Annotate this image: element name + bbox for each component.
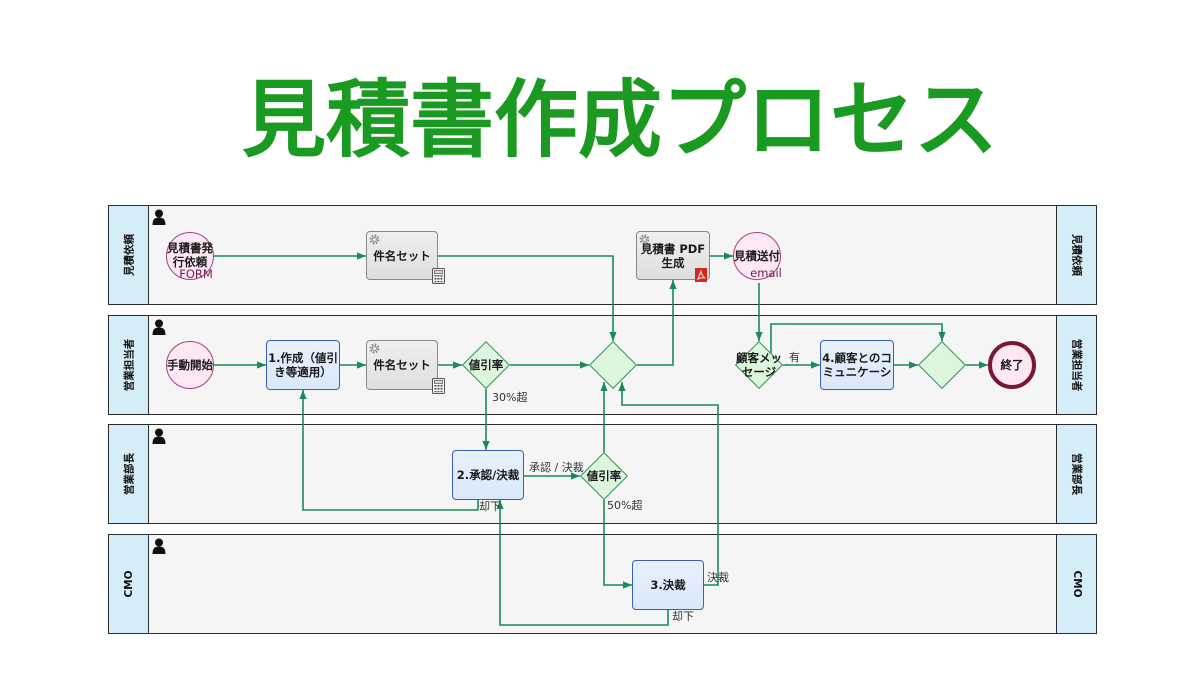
person-icon (152, 319, 166, 335)
flow-final-decide-to-merge (618, 382, 719, 586)
manual-start-event (166, 341, 214, 389)
lane-header-left: 見積依頼 (109, 206, 149, 304)
flow-customer-message-bypass (770, 323, 946, 353)
gear-icon (639, 234, 650, 245)
lane-header-left: 営業担当者 (109, 316, 149, 414)
flow-label-approve-decide: 承認 / 決裁 (529, 461, 584, 474)
task-subject-set-sales: 件名セット (366, 340, 445, 394)
flow-merge-to-pdf (637, 280, 677, 366)
quote-send-sub-label: email (750, 266, 782, 280)
flow-subject-set-to-merge (438, 255, 617, 341)
gateway-label: 値引率 (468, 358, 504, 372)
lane-header-right: 見積依頼 (1056, 206, 1096, 304)
pdf-icon (695, 268, 707, 282)
task-pdf-generate: 見積書 PDF 生成 (636, 231, 710, 282)
gear-icon (369, 234, 380, 245)
calculator-icon (432, 378, 445, 394)
gateway-label: 値引率 (586, 469, 622, 483)
task-final-decision: 3.決裁 (632, 560, 704, 610)
flow-final-reject-to-approval (496, 500, 669, 626)
task-label: 件名セット (373, 248, 431, 263)
gear-icon (369, 343, 380, 354)
quote-request-label: 見積書発行依頼 (167, 241, 213, 269)
person-icon (152, 428, 166, 444)
task-label: 見積書 PDF 生成 (640, 241, 706, 270)
task-create: 1.作成（値引き等適用） (266, 340, 340, 390)
end-label: 終了 (1000, 358, 1024, 372)
flow-approval-reject-to-create (299, 390, 479, 511)
task-customer-communication: 4.顧客とのコミュニケーシ (820, 340, 894, 390)
lane-cmo: CMO CMO (108, 534, 1097, 634)
lane-header-right: CMO (1056, 535, 1096, 633)
task-subject-set-request: 件名セット (366, 231, 445, 284)
manual-start-label: 手動開始 (167, 358, 213, 372)
gateway-label: 顧客メッセージ (736, 351, 782, 379)
quote-request-sub-label: FORM (179, 267, 213, 281)
flow-label-reject-to-approval: 却下 (672, 610, 694, 623)
flow-label-decide: 決裁 (707, 571, 729, 584)
end-event (988, 341, 1036, 389)
task-label: 1.作成（値引き等適用） (268, 351, 338, 379)
flow-label-over-30: 30%超 (492, 391, 528, 404)
lane-header-left: CMO (109, 535, 149, 633)
lane-header-left: 営業部長 (109, 425, 149, 523)
task-label: 2.承認/決裁 (456, 468, 520, 482)
message-send-event (733, 232, 781, 280)
flow-label-reject-to-create: 却下 (479, 500, 501, 513)
lane-header-right: 営業担当者 (1056, 316, 1096, 414)
flow-label-over-50: 50%超 (607, 499, 643, 512)
person-icon (152, 209, 166, 225)
page-title: 見積書作成プロセス (241, 71, 998, 169)
task-label: 4.顧客とのコミュニケーシ (822, 351, 892, 379)
person-icon (152, 538, 166, 554)
quote-send-label: 見積送付 (734, 249, 780, 263)
flow-label-message-yes: 有 (789, 351, 800, 364)
task-label: 3.決裁 (650, 578, 686, 592)
message-start-event (166, 232, 214, 280)
task-approval: 2.承認/決裁 (452, 450, 524, 500)
calculator-icon (432, 268, 445, 284)
task-label: 件名セット (373, 358, 431, 372)
lane-header-right: 営業部長 (1056, 425, 1096, 523)
flow-discount-over50-to-final (603, 500, 632, 589)
lane-quote-request: 見積依頼 見積依頼 (108, 205, 1097, 305)
